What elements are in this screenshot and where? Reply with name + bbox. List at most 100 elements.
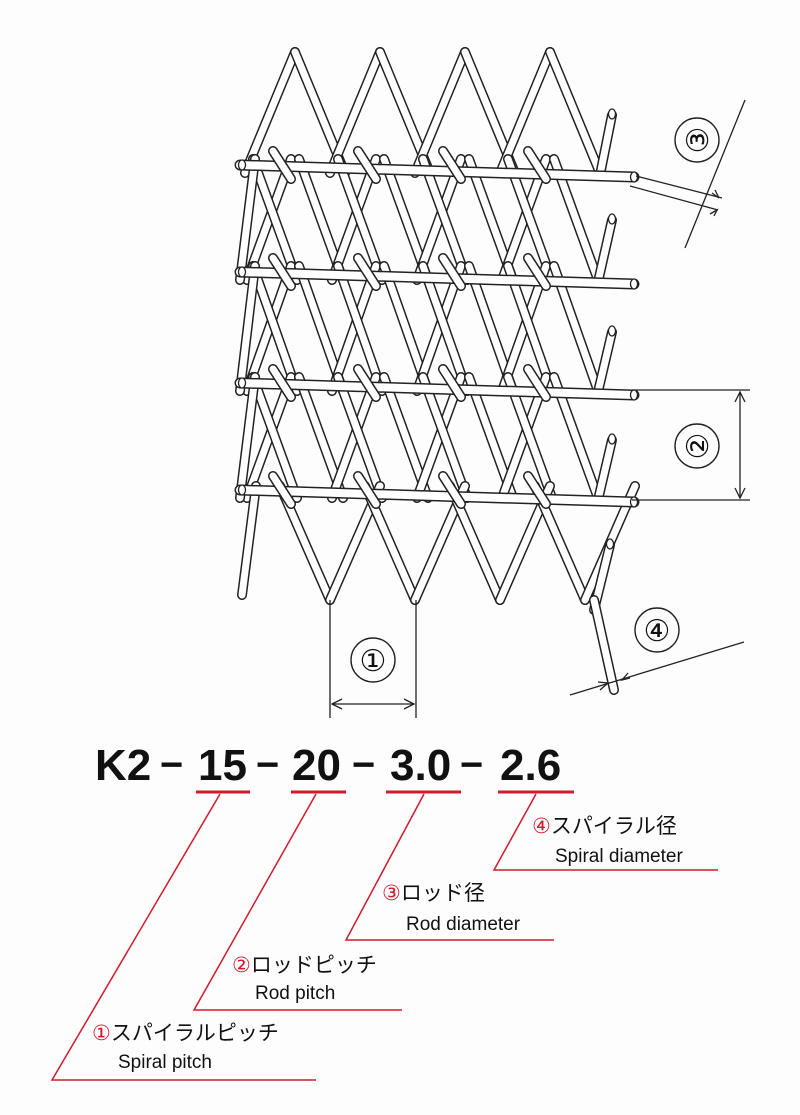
spiral-stub-1-fill	[594, 216, 616, 286]
label-3-number: ③	[382, 881, 401, 905]
label-spiral-diameter: ④スパイラル径 Spiral diameter	[532, 814, 683, 867]
spiral-band1-c-2-fill	[419, 262, 471, 395]
spiral-band1-a-2-fill	[413, 262, 465, 395]
label-2-number: ②	[232, 953, 251, 977]
spiral-band1-a-3-fill	[498, 262, 550, 395]
spiral-band0-a-2-fill	[413, 155, 465, 284]
spiral-band1-edge-fill	[236, 262, 259, 395]
label-1-en: Spiral pitch	[118, 1052, 212, 1073]
spiral-stub-3-fill	[594, 436, 616, 504]
callout-4-text: ④	[644, 614, 671, 649]
spiral-band0-edge-fill	[236, 155, 259, 284]
label-1-number: ①	[92, 1021, 111, 1045]
spiral-band0-c-1-fill	[334, 155, 386, 284]
label-1-jp: スパイラルピッチ	[111, 1021, 279, 1045]
label-3-jp: ロッド径	[401, 881, 485, 905]
spiral-top-left-3-fill	[496, 48, 554, 177]
code-spiral-pitch: 15	[198, 741, 247, 790]
spiral-stub-end-3	[607, 433, 617, 445]
spiral-stub-end-0	[607, 108, 617, 120]
knuckle-1-2-fill	[439, 254, 465, 290]
knuckle-2-1-fill	[354, 365, 380, 401]
code-dash-2: −	[256, 743, 279, 787]
spiral-band2-a-1-fill	[328, 373, 380, 502]
rod-3-fill	[236, 486, 638, 506]
spiral-band2-a-0-fill	[243, 373, 295, 502]
spiral-band1-c-3-fill	[504, 262, 556, 395]
model-code: K2 − 15 − 20 − 3.0 − 2.6	[95, 741, 561, 790]
rod-end-2	[629, 389, 639, 401]
knuckle-3-0-fill	[269, 472, 295, 508]
spiral-stub-end-4	[605, 538, 615, 550]
label-spiral-pitch: ①スパイラルピッチ Spiral pitch	[92, 1021, 279, 1073]
knuckle-0-1-fill	[354, 147, 380, 183]
spiral-band2-c-1-fill	[334, 373, 386, 502]
spiral-band2-c-0-fill	[249, 373, 301, 502]
rod-2-fill	[236, 379, 638, 399]
spiral-band2-edge-fill	[236, 373, 259, 502]
knuckle-0-2-fill	[439, 147, 465, 183]
code-dash-4: −	[460, 743, 483, 787]
spiral-mesh-drawing	[234, 47, 640, 695]
svg-text:③ロッド径: ③ロッド径	[382, 881, 485, 905]
label-2-jp: ロッドピッチ	[251, 953, 377, 977]
dimension-spiral-pitch	[329, 600, 417, 718]
spiral-top-right-3-fill	[546, 48, 604, 177]
knuckle-0-3-fill	[524, 147, 550, 183]
spiral-stub-end-1	[607, 213, 617, 225]
dimension-rod-diameter	[629, 99, 746, 249]
callout-3-text: ③	[681, 127, 716, 154]
label-4-en: Spiral diameter	[555, 846, 683, 867]
code-rod-diameter: 3.0	[390, 741, 451, 790]
spiral-bottom-edge-fill	[238, 482, 260, 599]
callout-1-text: ①	[360, 644, 387, 679]
svg-text:①スパイラルピッチ: ①スパイラルピッチ	[92, 1021, 279, 1045]
rod-start-2	[237, 377, 247, 389]
spiral-band1-c-0-fill	[249, 262, 301, 395]
code-prefix: K2	[95, 741, 151, 790]
callout-2: ②	[674, 423, 720, 469]
spiral-band1-a-0-fill	[243, 262, 295, 395]
rod-end-0	[629, 171, 639, 183]
spiral-band0-a-1-fill	[328, 155, 380, 284]
spiral-band2-c-3-fill	[504, 373, 556, 502]
spiral-top-left-0-fill	[241, 48, 299, 177]
spiral-band0-c-3-fill	[504, 155, 556, 284]
red-leaders	[50, 790, 718, 1081]
code-spiral-diameter: 2.6	[500, 741, 561, 790]
knuckle-0-0-fill	[269, 147, 295, 183]
rod-start-0	[237, 159, 247, 171]
knuckle-3-2-fill	[439, 472, 465, 508]
label-rod-pitch: ②ロッドピッチ Rod pitch	[232, 953, 377, 1004]
code-dash-3: −	[352, 743, 375, 787]
label-4-jp: スパイラル径	[551, 814, 677, 838]
spiral-band0-c-2-fill	[419, 155, 471, 284]
knuckle-2-0-fill	[269, 365, 295, 401]
spiral-band0-a-0-fill	[243, 155, 295, 284]
label-2-en: Rod pitch	[255, 983, 335, 1004]
spiral-top-left-1-fill	[326, 48, 384, 177]
callout-1: ①	[350, 637, 396, 683]
knuckle-2-3-fill	[524, 365, 550, 401]
svg-text:②ロッドピッチ: ②ロッドピッチ	[232, 953, 377, 977]
callout-3: ③	[674, 117, 720, 163]
knuckle-1-3-fill	[524, 254, 550, 290]
knuckle-3-1-fill	[354, 472, 380, 508]
spiral-stub-end-2	[607, 325, 617, 337]
rod-1-fill	[236, 268, 638, 288]
knuckle-1-0-fill	[269, 254, 295, 290]
spiral-band1-a-1-fill	[328, 262, 380, 395]
rod-start-1	[237, 266, 247, 278]
label-4-number: ④	[532, 814, 551, 838]
knuckle-2-2-fill	[439, 365, 465, 401]
dimension-rod-pitch	[632, 389, 750, 501]
knuckle-3-3-fill	[524, 472, 550, 508]
spiral-top-left-2-fill	[411, 48, 469, 177]
dimension-spiral-diameter	[569, 641, 745, 696]
label-rod-diameter: ③ロッド径 Rod diameter	[382, 881, 521, 935]
rod-end-1	[629, 278, 639, 290]
callout-2-text: ②	[681, 433, 716, 460]
spiral-band0-c-0-fill	[249, 155, 301, 284]
